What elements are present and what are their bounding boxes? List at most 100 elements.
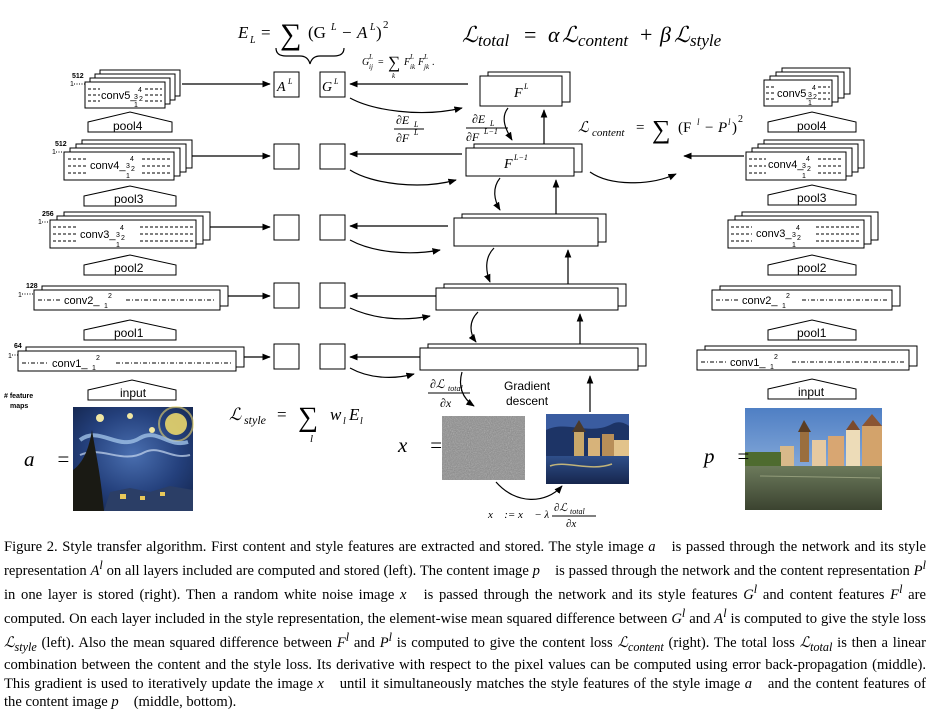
generated-image xyxy=(546,414,629,484)
svg-text:L: L xyxy=(249,35,256,46)
svg-text:pool4: pool4 xyxy=(113,119,143,133)
svg-text:(F: (F xyxy=(678,120,691,136)
svg-text:E: E xyxy=(348,405,360,424)
svg-text:1: 1 xyxy=(802,173,806,180)
svg-text:2: 2 xyxy=(131,166,135,173)
svg-text:pool3: pool3 xyxy=(114,192,144,206)
svg-text:descent: descent xyxy=(506,394,549,408)
right-pool1: pool1 xyxy=(767,319,857,341)
right-conv1-label: conv1_ xyxy=(730,357,766,369)
fm-128-label: 128 xyxy=(26,283,38,290)
svg-text:4: 4 xyxy=(138,87,142,94)
left-input-arrow: input xyxy=(87,379,177,401)
right-conv3-label: conv3_ xyxy=(756,228,792,240)
svg-text:1: 1 xyxy=(70,81,74,88)
svg-text:1: 1 xyxy=(38,219,42,226)
svg-text:L: L xyxy=(489,119,495,128)
svg-text:pool1: pool1 xyxy=(797,326,827,340)
svg-text:A: A xyxy=(356,23,368,42)
right-conv2-label: conv2_ xyxy=(742,295,778,307)
svg-text:l: l xyxy=(343,416,346,427)
right-conv4-label: conv4_ xyxy=(768,159,804,171)
svg-text:2: 2 xyxy=(807,166,811,173)
svg-text:=: = xyxy=(378,57,384,68)
svg-text:ℒ: ℒ xyxy=(462,22,479,47)
dLtotal-dx-label: ∂ℒ total ∂x⃗ xyxy=(428,377,470,410)
svg-text:α: α xyxy=(548,22,560,47)
dEL-dFL-label: ∂E L ∂F L xyxy=(394,113,424,145)
style-loss-equation: ℒ style = ∑ l w l E l xyxy=(229,402,363,445)
svg-text:.: . xyxy=(432,57,435,68)
left-pool4: pool4 xyxy=(87,111,173,133)
svg-text:2: 2 xyxy=(738,114,743,125)
right-conv4-block: conv4_ 4 3 2 1 xyxy=(745,139,865,181)
svg-text:l: l xyxy=(310,433,313,445)
svg-text:2: 2 xyxy=(121,235,125,242)
fm-512-label: 512 xyxy=(72,73,84,80)
svg-text:ℒ: ℒ xyxy=(229,405,242,424)
svg-text:style: style xyxy=(244,413,267,427)
svg-text:1: 1 xyxy=(782,303,786,310)
svg-text:pool2: pool2 xyxy=(114,261,144,275)
svg-text:4: 4 xyxy=(796,225,800,232)
svg-text:+: + xyxy=(640,22,652,47)
svg-text:∑: ∑ xyxy=(652,115,671,144)
gradient-descent-label: Gradient descent xyxy=(504,379,551,408)
svg-text:L: L xyxy=(333,77,339,86)
svg-text:∂x⃗: ∂x⃗ xyxy=(440,396,461,410)
x-vector-label: x⃗ = xyxy=(397,433,443,457)
svg-text:L: L xyxy=(413,128,419,137)
svg-text:4: 4 xyxy=(130,156,134,163)
right-input-arrow: input xyxy=(767,378,857,400)
left-conv1-block: conv1_ 2 1 64 1 xyxy=(8,343,245,372)
figure-caption: Figure 2. Style transfer algorithm. Firs… xyxy=(4,539,927,710)
svg-text:total: total xyxy=(570,507,585,516)
svg-text:1: 1 xyxy=(134,102,138,109)
right-pool4: pool4 xyxy=(767,111,857,133)
svg-text:∑: ∑ xyxy=(388,53,400,72)
svg-text:3: 3 xyxy=(802,163,806,170)
svg-text:1: 1 xyxy=(808,100,812,107)
content-arrows xyxy=(589,152,744,184)
svg-text:F: F xyxy=(417,57,425,68)
fm-256-label: 256 xyxy=(42,211,54,218)
svg-text:=: = xyxy=(277,405,287,424)
svg-text:1: 1 xyxy=(104,303,108,310)
svg-text:x⃗ := x⃗ − λ: x⃗ := x⃗ − λ xyxy=(487,509,549,521)
svg-text:L: L xyxy=(423,53,428,61)
svg-text:Gradient: Gradient xyxy=(504,379,551,393)
svg-text:pool4: pool4 xyxy=(797,119,827,133)
svg-text:2: 2 xyxy=(383,19,389,31)
svg-text:∑: ∑ xyxy=(298,402,318,433)
svg-text:ℒ: ℒ xyxy=(562,22,579,47)
fm-512b-label: 512 xyxy=(55,141,67,148)
svg-text:F: F xyxy=(403,57,411,68)
svg-text:2: 2 xyxy=(786,293,790,300)
left-conv4-block: conv4_ 4 3 2 1 512 1 xyxy=(52,139,193,181)
svg-text:content: content xyxy=(592,127,625,139)
fm-64-label: 64 xyxy=(14,343,22,350)
right-conv5-label: conv5_ xyxy=(777,88,813,100)
F-L-label: F xyxy=(513,86,523,101)
feature-maps-label: # feature maps xyxy=(4,393,33,410)
update-arrow xyxy=(495,481,563,500)
svg-text:L: L xyxy=(330,22,337,33)
svg-text:L−1: L−1 xyxy=(513,153,528,162)
svg-text:pool3: pool3 xyxy=(797,191,827,205)
svg-text:total: total xyxy=(478,31,509,50)
svg-text:2: 2 xyxy=(96,355,100,362)
left-conv5-block: conv5_ 4 3 2 1 512 1 xyxy=(70,69,181,109)
svg-text:4: 4 xyxy=(806,156,810,163)
left-conv2-label: conv2_ xyxy=(64,295,100,307)
content-image xyxy=(745,408,882,510)
right-pool3: pool3 xyxy=(767,184,857,206)
svg-text:3: 3 xyxy=(126,163,130,170)
svg-text:jk: jk xyxy=(423,63,430,71)
svg-text:3: 3 xyxy=(116,232,120,239)
svg-text:pool2: pool2 xyxy=(797,261,827,275)
svg-text:(G: (G xyxy=(308,23,326,42)
right-conv3-block: conv3_ 4 3 2 1 xyxy=(727,211,879,249)
svg-text:input: input xyxy=(798,385,825,399)
left-pool3: pool3 xyxy=(83,185,177,207)
svg-text:L: L xyxy=(368,53,373,61)
